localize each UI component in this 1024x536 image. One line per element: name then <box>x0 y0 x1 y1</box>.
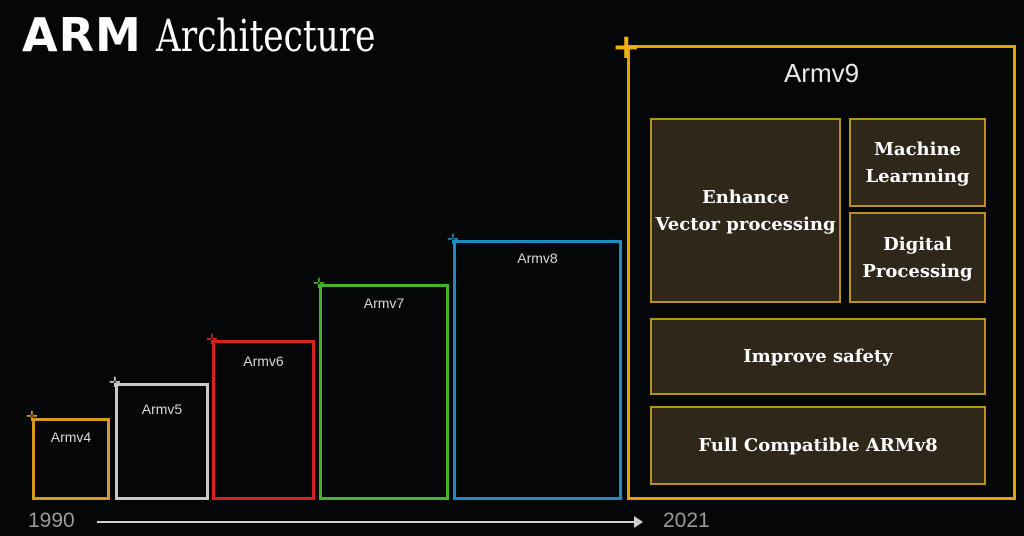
armv9-label: Armv9 <box>783 58 860 88</box>
feature-digital-processing-line2: Processing <box>862 260 973 282</box>
feature-enhance-vector: Enhance Vector processing <box>650 118 841 303</box>
title-arm: ARM <box>22 8 142 62</box>
armv8-box: Armv8 <box>453 240 622 500</box>
feature-machine-learning-line1: Machine <box>873 138 961 160</box>
timeline-arrowhead-icon <box>634 516 643 528</box>
armv6-label: Armv6 <box>243 353 284 369</box>
armv4-plus-icon: ✛ <box>26 409 38 425</box>
armv5-label: Armv5 <box>141 401 183 417</box>
armv5-box: Armv5 <box>115 383 209 500</box>
armv6-box: Armv6 <box>212 340 315 500</box>
page-title: ARM Architecture <box>22 8 437 68</box>
title-architecture: Architecture <box>155 11 376 62</box>
armv6-plus-icon: ✛ <box>206 332 218 348</box>
feature-full-compatible: Full Compatible ARMv8 <box>650 406 986 485</box>
armv8-label: Armv8 <box>517 250 558 266</box>
feature-machine-learning-line2: Learnning <box>865 165 970 187</box>
feature-improve-safety-label: Improve safety <box>743 346 893 367</box>
feature-machine-learning: Machine Learnning <box>849 118 986 207</box>
armv5-plus-icon: ✛ <box>109 375 121 391</box>
feature-digital-processing-line1: Digital <box>883 233 952 255</box>
armv7-label: Armv7 <box>363 295 405 311</box>
feature-enhance-vector-line2: Vector processing <box>655 213 836 235</box>
feature-digital-processing: Digital Processing <box>849 212 986 303</box>
armv4-box: Armv4 <box>32 418 110 500</box>
feature-improve-safety: Improve safety <box>650 318 986 395</box>
armv8-plus-icon: ✛ <box>447 232 459 248</box>
timeline-arrow-line <box>97 521 637 523</box>
timeline-end-year: 2021 <box>663 509 710 532</box>
timeline-start-year: 1990 <box>28 509 75 532</box>
armv7-plus-icon: ✛ <box>313 276 325 292</box>
feature-full-compatible-label: Full Compatible ARMv8 <box>698 435 938 456</box>
armv4-label: Armv4 <box>50 429 92 445</box>
armv9-plus-icon: + <box>612 27 641 67</box>
armv7-box: Armv7 <box>319 284 449 500</box>
feature-enhance-vector-line1: Enhance <box>701 186 790 208</box>
armv9-box <box>627 45 1016 500</box>
